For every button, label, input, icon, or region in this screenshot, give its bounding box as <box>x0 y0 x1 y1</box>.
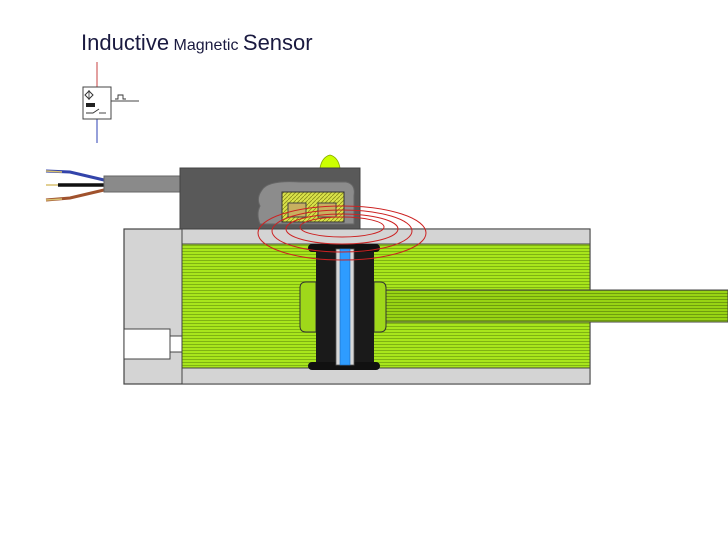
title-word-magnetic: Magnetic <box>173 37 239 54</box>
sensor-housing <box>179 154 361 231</box>
magnetic-field-lines <box>257 205 427 261</box>
led-indicator <box>319 154 341 169</box>
sensor-cable <box>45 169 182 202</box>
end-port <box>123 328 171 360</box>
inductive-sensor-symbol-icon <box>82 62 139 143</box>
pulse-icon <box>115 94 126 100</box>
title-word-inductive: Inductive <box>81 30 170 55</box>
magnet <box>339 248 351 366</box>
title-word-sensor: Sensor <box>242 30 313 55</box>
piston <box>299 244 387 370</box>
piston-rod <box>383 289 728 323</box>
page-title: Inductive Magnetic Sensor <box>81 30 313 56</box>
